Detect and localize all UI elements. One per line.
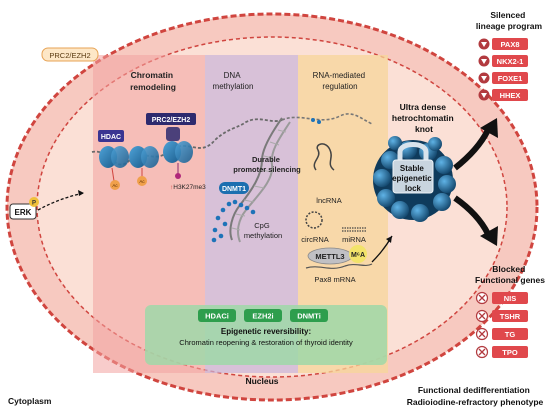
reversibility-title: Epigenetic reversibility: — [221, 327, 311, 336]
arrow-to-silenced-head — [480, 118, 498, 138]
rna-regulation-title: RNA-mediated regulation — [313, 71, 368, 91]
h3k27me3-mark — [175, 173, 181, 179]
silenced-gene-item: FOXE1 — [478, 72, 528, 84]
nucleosome — [163, 141, 193, 163]
reversibility-text: Chromatin reopening & restoration of thy… — [179, 338, 353, 347]
blocked-title: Blocked Functional genes — [475, 264, 545, 285]
pax8-mrna-label: Pax8 mRNA — [314, 275, 355, 284]
circrna-label: circRNA — [301, 235, 329, 244]
h3k27me3-label: ↑H3K27me3 — [170, 184, 206, 191]
phenotype-label: Functional dedifferentiation Radioiodine… — [407, 385, 544, 407]
dna-double-helix — [229, 117, 291, 243]
dnmt1-label: DNMT1 — [222, 186, 246, 193]
dnmti-pill — [290, 309, 328, 322]
blocked-gene-item: TSHR — [475, 309, 528, 323]
lock-label: Stable epigenetic lock — [392, 164, 434, 193]
hdac-label: HDAC — [101, 134, 121, 141]
silenced-gene-item: PAX8 — [478, 38, 528, 50]
svg-text:HHEX: HHEX — [500, 91, 521, 100]
arrow-to-blocked-head — [480, 226, 498, 246]
hdaci-pill — [198, 309, 236, 322]
svg-text:FOXE1: FOXE1 — [498, 74, 523, 83]
nucleosome — [99, 146, 129, 168]
ac-mark — [110, 180, 120, 190]
phospho-badge — [29, 197, 39, 207]
methyl-groups — [211, 199, 256, 243]
silenced-gene-item: HHEX — [478, 89, 528, 101]
ac-label: Ac — [139, 179, 145, 184]
svg-text:NKX2-1: NKX2-1 — [497, 57, 524, 66]
hdac-box — [98, 130, 124, 142]
prc2-complex — [166, 127, 180, 141]
prc2-badge: PRC2/EZH2 — [49, 51, 90, 60]
m6a-badge — [349, 245, 367, 263]
rna-arrowhead — [386, 236, 392, 243]
lncrna-icon — [313, 143, 335, 171]
chromatin-title: Chromatin remodeling — [130, 70, 176, 92]
silencing-label: Durable promoter silencing — [233, 155, 301, 174]
svg-text:NIS: NIS — [504, 294, 517, 303]
erk-box — [9, 203, 37, 220]
erk-arrowhead — [78, 190, 84, 196]
erk-label: ERK — [15, 208, 32, 217]
prc2-ezh2-box — [146, 113, 196, 125]
blocked-gene-item: TG — [475, 327, 528, 341]
silenced-title: Silenced lineage program — [476, 10, 543, 31]
arrow-to-silenced — [453, 128, 491, 171]
svg-text:TPO: TPO — [502, 348, 518, 357]
mirna-label: miRNA — [342, 235, 366, 244]
dnmti-label: DNMTi — [297, 312, 321, 321]
lncrna-label: lncRNA — [316, 196, 341, 205]
ac-label: Ac — [112, 183, 118, 188]
knot-title: Ultra dense hetrochtomatin knot — [392, 102, 456, 134]
lock-icon — [392, 142, 434, 194]
svg-text:TSHR: TSHR — [500, 312, 521, 321]
hdaci-label: HDACi — [205, 312, 229, 321]
upper-dna-strand — [281, 113, 373, 125]
ezh2i-label: EZH2i — [252, 312, 273, 321]
nucleosome — [129, 146, 159, 168]
circrna-icon — [305, 211, 323, 229]
silenced-gene-item: NKX2-1 — [478, 55, 528, 67]
svg-text:PAX8: PAX8 — [500, 40, 519, 49]
dna-methylation-title: DNA methylation — [213, 71, 254, 91]
blocked-gene-item: NIS — [475, 291, 528, 305]
dnmt1-badge — [219, 182, 249, 194]
ezh2i-pill — [244, 309, 282, 322]
prc2-badge-box — [41, 47, 99, 62]
arrow-to-blocked — [453, 195, 491, 236]
mirna-icon — [342, 227, 366, 232]
nucleus-label: Nucleus — [245, 376, 278, 386]
pax8-mrna-strand — [305, 263, 373, 269]
cytoplasm-label: Cytoplasm — [8, 396, 52, 406]
ac-tail — [111, 167, 115, 182]
blocked-gene-item: TPO — [475, 345, 528, 359]
cpg-label: CpG methylation — [244, 221, 282, 240]
prc2-ezh2-label: PRC2/EZH2 — [152, 117, 191, 124]
mettl3-label: METTL3 — [315, 252, 344, 261]
phospho-label: P — [32, 201, 36, 207]
svg-text:TG: TG — [505, 330, 516, 339]
methyl-groups-top — [311, 118, 321, 124]
m6a-label: M⁶A — [351, 252, 365, 259]
ac-mark — [137, 176, 147, 186]
